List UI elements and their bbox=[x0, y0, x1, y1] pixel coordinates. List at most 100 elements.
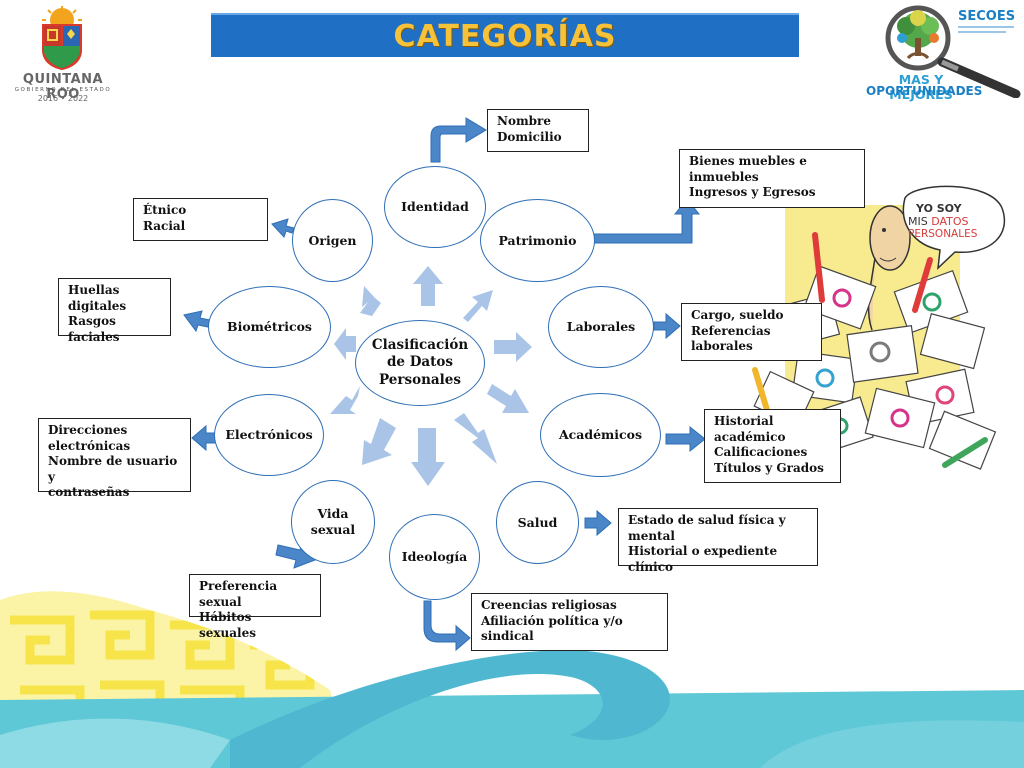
box-ideologia: Creencias religiosas Afiliación política… bbox=[471, 593, 668, 651]
box-academicos-line: académico bbox=[714, 429, 786, 444]
node-academicos: Académicos bbox=[540, 393, 661, 477]
box-electronicos-line: electrónicas bbox=[48, 438, 131, 453]
node-laborales: Laborales bbox=[548, 286, 654, 368]
box-academicos-line: Historial bbox=[714, 414, 774, 428]
inner-arrow-identidad bbox=[413, 266, 443, 306]
node-biometricos-label: Biométricos bbox=[227, 319, 312, 335]
box-patrimonio-line: Bienes muebles e bbox=[689, 154, 807, 168]
box-laborales-line: Cargo, sueldo bbox=[691, 308, 784, 322]
inner-arrow-laborales bbox=[494, 332, 532, 362]
speech-line-1: YO SOY bbox=[916, 202, 962, 215]
node-ideologia: Ideología bbox=[389, 514, 480, 600]
logo-secoes-brand: SECOES bbox=[958, 9, 1016, 24]
box-patrimonio-line: inmuebles bbox=[689, 169, 759, 184]
box-identidad-line: Domicilio bbox=[497, 129, 562, 144]
logo-secoes-line bbox=[958, 26, 1014, 28]
box-origen-line: Étnico bbox=[143, 203, 187, 217]
box-laborales-line: laborales bbox=[691, 339, 753, 353]
node-academicos-label: Académicos bbox=[558, 427, 643, 443]
logo-quintana-roo-subtitle: GOBIERNO DEL ESTADO bbox=[14, 87, 112, 93]
box-laborales: Cargo, sueldo Referencias laborales bbox=[681, 303, 822, 361]
box-salud-line: mental bbox=[628, 528, 675, 543]
teal-wave-light bbox=[0, 718, 230, 768]
box-vida-sexual-line: Preferencia sexual bbox=[199, 579, 278, 609]
node-center-line2: de Datos bbox=[386, 354, 454, 371]
box-salud-line: Historial o expediente clínico bbox=[628, 544, 778, 574]
node-electronicos: Electrónicos bbox=[214, 394, 324, 476]
inner-arrow-patrimonio bbox=[463, 290, 493, 322]
logo-quintana-roo-name: QUINTANA ROO bbox=[22, 72, 104, 102]
box-academicos-line: Títulos y Grados bbox=[714, 460, 824, 475]
box-ideologia-line: Afiliación política y/o bbox=[481, 613, 623, 628]
inner-arrow-academicos bbox=[487, 384, 529, 413]
box-biometricos-line: Rasgos faciales bbox=[68, 314, 120, 344]
node-patrimonio-label: Patrimonio bbox=[498, 232, 577, 248]
box-patrimonio: Bienes muebles e inmuebles Ingresos y Eg… bbox=[679, 149, 865, 208]
node-laborales-label: Laborales bbox=[566, 319, 636, 335]
inner-arrow-salud bbox=[454, 413, 497, 464]
box-ideologia-line: Creencias religiosas bbox=[481, 598, 617, 612]
node-center-line1: Clasificación bbox=[371, 336, 469, 353]
box-salud-line: Estado de salud física y bbox=[628, 513, 786, 527]
node-origen-label: Origen bbox=[308, 232, 357, 248]
box-origen-line: Racial bbox=[143, 218, 186, 233]
box-ideologia-line: sindical bbox=[481, 629, 534, 643]
arrow-identidad bbox=[430, 117, 487, 163]
box-electronicos-line: contraseñas bbox=[48, 485, 130, 499]
node-vida-sexual-line2: sexual bbox=[310, 522, 356, 537]
box-biometricos-line: Huellas bbox=[68, 283, 120, 297]
box-electronicos: Direcciones electrónicas Nombre de usuar… bbox=[38, 418, 191, 499]
arrow-ideologia bbox=[423, 600, 471, 652]
node-ideologia-label: Ideología bbox=[401, 549, 468, 565]
box-identidad-line: Nombre bbox=[497, 114, 552, 128]
node-identidad-label: Identidad bbox=[401, 199, 469, 215]
box-salud: Estado de salud física y mental Historia… bbox=[618, 508, 818, 574]
inner-arrow-origen bbox=[360, 286, 381, 316]
speech-line-3: PERSONALES bbox=[908, 228, 978, 240]
inner-arrow-electronicos bbox=[330, 386, 360, 414]
inner-arrow-biometricos bbox=[334, 328, 356, 360]
logo-secoes-slogan-line2: OPORTUNIDADES bbox=[866, 84, 983, 98]
box-biometricos-line: digitales bbox=[68, 298, 127, 313]
node-salud: Salud bbox=[496, 481, 579, 564]
speech-word-datos: DATOS bbox=[931, 215, 969, 228]
box-identidad: Nombre Domicilio bbox=[487, 109, 589, 152]
node-vida-sexual: Vida sexual bbox=[291, 480, 375, 564]
arrow-laborales bbox=[653, 312, 681, 340]
node-biometricos: Biométricos bbox=[208, 286, 331, 368]
inner-arrows bbox=[330, 266, 532, 486]
node-origen: Origen bbox=[292, 199, 373, 282]
box-patrimonio-line: Ingresos y Egresos bbox=[689, 185, 816, 199]
node-vida-sexual-line1: Vida bbox=[317, 506, 349, 522]
teal-wave bbox=[230, 650, 670, 768]
box-laborales-line: Referencias bbox=[691, 323, 771, 338]
arrow-salud bbox=[584, 509, 612, 537]
box-origen: Étnico Racial bbox=[133, 198, 268, 241]
box-biometricos: Huellas digitales Rasgos faciales bbox=[58, 278, 171, 344]
speech-line-2: MIS DATOS bbox=[908, 215, 969, 228]
box-academicos: Historial académico Calificaciones Títul… bbox=[704, 409, 841, 483]
title-bar: CATEGORÍAS bbox=[211, 13, 799, 57]
page-title: CATEGORÍAS bbox=[393, 18, 617, 54]
node-center: Clasificación de Datos Personales bbox=[355, 320, 485, 406]
logo-secoes-slogan-line1: MAS Y MEJORES bbox=[889, 72, 953, 102]
box-electronicos-line: Nombre de usuario y bbox=[48, 454, 178, 484]
box-electronicos-line: Direcciones bbox=[48, 423, 128, 437]
arrow-academicos bbox=[665, 425, 706, 453]
logo-secoes-line-2 bbox=[958, 31, 1006, 33]
node-patrimonio: Patrimonio bbox=[480, 199, 595, 282]
logo-quintana-roo-years: 2016 • 2022 bbox=[37, 94, 89, 103]
inner-arrow-ideologia bbox=[411, 428, 445, 486]
box-vida-sexual: Preferencia sexual Hábitos sexuales bbox=[189, 574, 321, 640]
node-salud-label: Salud bbox=[517, 514, 558, 530]
inner-arrow-vida-sexual bbox=[362, 418, 396, 465]
node-center-line3: Personales bbox=[379, 371, 461, 388]
speech-word-mis: MIS bbox=[908, 215, 928, 228]
arrow-origen bbox=[271, 218, 295, 238]
node-identidad: Identidad bbox=[384, 166, 486, 248]
secoes-tree-magnifier-icon bbox=[885, 5, 1021, 98]
box-vida-sexual-line: Hábitos sexuales bbox=[199, 610, 256, 640]
arrow-biometricos bbox=[183, 310, 211, 333]
